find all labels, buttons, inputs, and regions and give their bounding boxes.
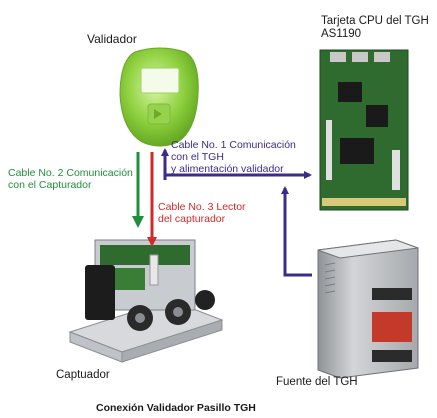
cpu-label-line2: AS1190 <box>321 28 362 40</box>
diagram-caption: Conexión Validador Pasillo TGH <box>96 402 256 414</box>
cpu-label-line1: Tarjeta CPU del TGH <box>321 15 429 27</box>
cable-3-label: Cable No. 3 Lector del capturador <box>158 201 246 225</box>
cable-2-label-line2: con el Capturador <box>8 179 92 191</box>
cable-2-label: Cable No. 2 Comunicación con el Capturad… <box>8 167 133 191</box>
validador-label: Validador <box>87 32 137 46</box>
fuente-label: Fuente del TGH <box>276 376 358 388</box>
cpu-label: Tarjeta CPU del TGH AS1190 <box>321 15 429 41</box>
cable-1-label: Cable No. 1 Comunicación con el TGH y al… <box>171 139 296 175</box>
captuador-label: Captuador <box>56 369 110 381</box>
cable-1-label-line1: Cable No. 1 Comunicación <box>171 139 296 151</box>
cable-3-label-line2: del capturador <box>158 213 226 225</box>
cable-1-label-line2: con el TGH <box>171 151 224 163</box>
cpu-board <box>319 49 409 211</box>
cable-2-label-line1: Cable No. 2 Comunicación <box>8 167 133 179</box>
cable-1-line <box>161 148 312 180</box>
psu-power-line <box>281 186 312 277</box>
captuador-device <box>68 239 224 363</box>
psu-device <box>317 239 419 379</box>
cable-1-label-line3: y alimentación validador <box>171 163 284 175</box>
validator-device <box>119 47 199 147</box>
cable-3-label-line1: Cable No. 3 Lector <box>158 201 246 213</box>
